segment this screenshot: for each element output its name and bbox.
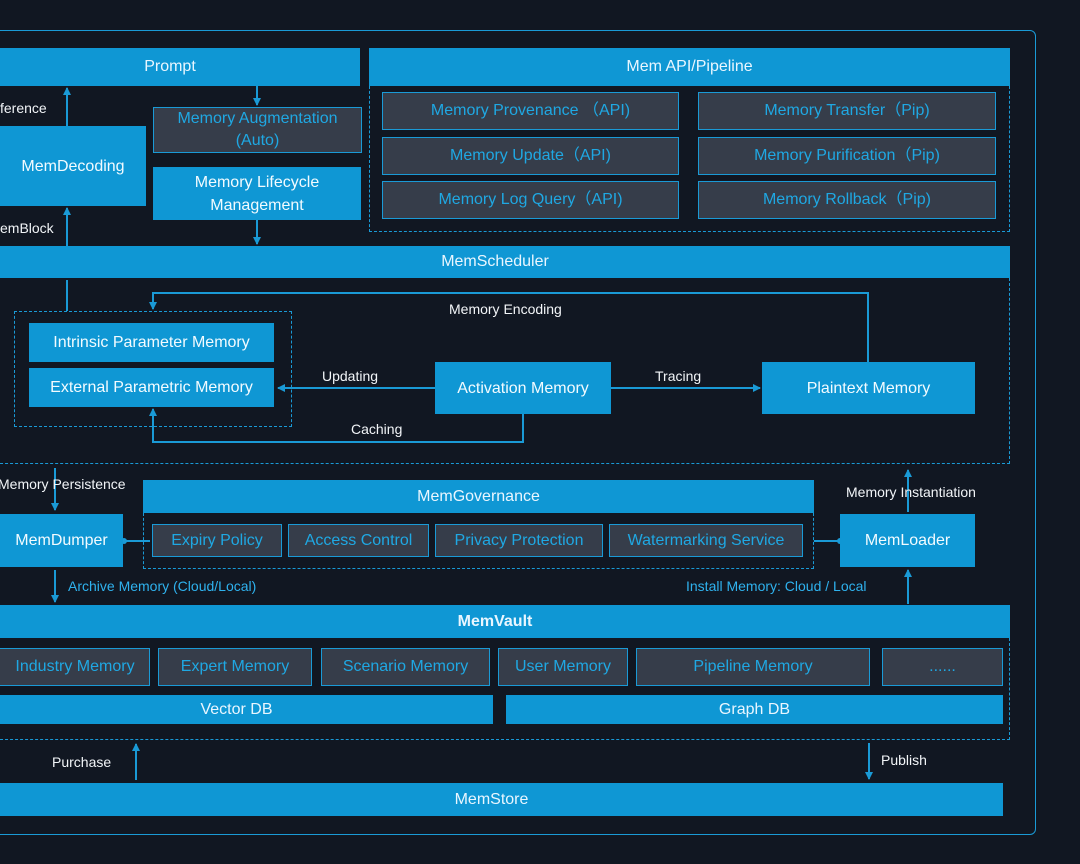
memblock-label: emBlock [0, 220, 54, 236]
caching-label: Caching [351, 421, 403, 437]
governance-expiry-policy: Expiry Policy [152, 524, 282, 557]
api-item-update: Memory Update（API) [382, 137, 679, 175]
vault-scenario-memory: Scenario Memory [321, 648, 490, 686]
mem-api-pipeline-bar: Mem API/Pipeline [369, 48, 1010, 86]
governance-watermarking-service: Watermarking Service [609, 524, 803, 557]
prompt-bar: Prompt [0, 48, 360, 86]
memory-persistence-label: Memory Persistence [0, 476, 126, 492]
api-item-provenance: Memory Provenance （API) [382, 92, 679, 130]
memvault-bar: MemVault [0, 605, 1010, 638]
vault-industry-memory: Industry Memory [0, 648, 150, 686]
vault-user-memory: User Memory [498, 648, 628, 686]
updating-label: Updating [322, 368, 379, 384]
memory-encoding-label: Memory Encoding [449, 301, 562, 317]
publish-label: Publish [881, 752, 927, 768]
governance-access-control: Access Control [288, 524, 429, 557]
memstore-bar: MemStore [0, 783, 1003, 816]
tracing-label: Tracing [655, 368, 702, 384]
inference-label: ference [0, 100, 47, 116]
arrow-memory-encoding [149, 292, 869, 362]
install-memory-label: Install Memory: Cloud / Local [686, 578, 867, 594]
memdecoding-box: MemDecoding [0, 126, 146, 206]
memory-instantiation-label: Memory Instantiation [846, 484, 976, 500]
intrinsic-parameter-memory-box: Intrinsic Parameter Memory [29, 323, 274, 362]
activation-memory-box: Activation Memory [435, 362, 611, 414]
vault-expert-memory: Expert Memory [158, 648, 312, 686]
graph-db-bar: Graph DB [506, 695, 1003, 724]
vault-pipeline-memory: Pipeline Memory [636, 648, 870, 686]
api-region [369, 86, 1010, 232]
memscheduler-bar: MemScheduler [0, 246, 1010, 278]
memory-augmentation-box: Memory Augmentation (Auto) [153, 107, 362, 153]
plaintext-memory-box: Plaintext Memory [762, 362, 975, 414]
api-item-rollback: Memory Rollback（Pip) [698, 181, 996, 219]
memdumper-box: MemDumper [0, 514, 123, 567]
api-item-purification: Memory Purification（Pip) [698, 137, 996, 175]
vault-region [0, 638, 1010, 740]
api-item-log-query: Memory Log Query（API) [382, 181, 679, 219]
memgovernance-bar: MemGovernance [143, 480, 814, 513]
purchase-label: Purchase [52, 754, 112, 770]
vector-db-bar: Vector DB [0, 695, 493, 724]
archive-memory-label: Archive Memory (Cloud/Local) [68, 578, 257, 594]
scheduler-region [0, 278, 1010, 464]
api-item-transfer: Memory Transfer（Pip) [698, 92, 996, 130]
memloader-box: MemLoader [840, 514, 975, 567]
external-parametric-memory-box: External Parametric Memory [29, 368, 274, 407]
governance-privacy-protection: Privacy Protection [435, 524, 603, 557]
memory-lifecycle-box: Memory Lifecycle Management [153, 167, 361, 220]
vault-more-items: ...... [882, 648, 1003, 686]
arrow-caching [149, 408, 524, 443]
outer-frame [0, 30, 1036, 835]
